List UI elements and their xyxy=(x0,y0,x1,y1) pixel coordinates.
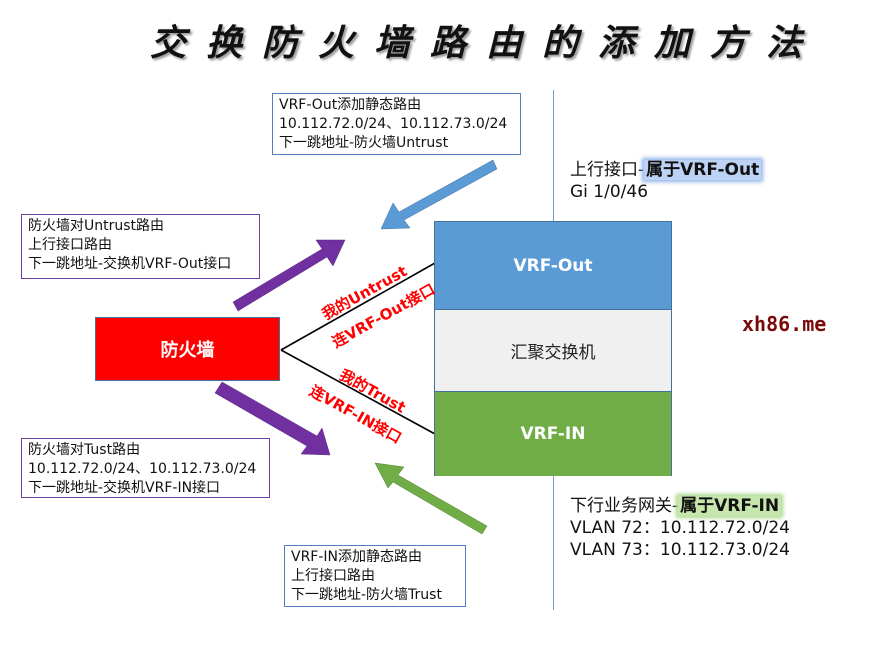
note-line: 上行接口路由 xyxy=(28,237,112,253)
note-line: 上行接口路由 xyxy=(291,568,375,584)
note-line: 防火墙对Tust路由 xyxy=(28,442,141,458)
note-line: 下一跳地址-交换机VRF-Out接口 xyxy=(28,256,232,272)
arrow-purple-up-icon xyxy=(232,239,346,312)
note-line: 下一跳地址-防火墙Untrust xyxy=(279,135,449,151)
watermark: xh86.me xyxy=(742,312,827,336)
vrf-in-label: VRF-IN xyxy=(520,424,586,444)
vlan-72: VLAN 72：10.112.72.0/24 xyxy=(570,518,790,538)
note-line: VRF-Out添加静态路由 xyxy=(279,97,422,113)
arrow-green-left-icon xyxy=(374,462,488,535)
note-line: 防火墙对Untrust路由 xyxy=(28,218,165,234)
note-line: 下一跳地址-防火墙Trust xyxy=(291,587,442,603)
vrf-out-segment: VRF-Out xyxy=(435,222,671,309)
downlink-vrf-badge: 属于VRF-IN xyxy=(678,496,782,516)
note-vrf-in-static-route: VRF-IN添加静态路由 上行接口路由 下一跳地址-防火墙Trust xyxy=(284,545,466,607)
note-line: 下一跳地址-交换机VRF-IN接口 xyxy=(28,480,221,496)
vrf-in-segment: VRF-IN xyxy=(435,392,671,476)
divider-line-top xyxy=(553,90,554,221)
link-untrust xyxy=(280,262,436,351)
divider-line-bottom xyxy=(553,476,554,610)
vrf-out-label: VRF-Out xyxy=(513,255,593,276)
firewall-label: 防火墙 xyxy=(160,340,215,361)
uplink-info: 上行接口-属于VRF-Out Gi 1/0/46 xyxy=(570,159,762,203)
uplink-prefix: 上行接口- xyxy=(570,160,645,180)
note-line: 10.112.72.0/24、10.112.73.0/24 xyxy=(28,461,257,477)
arrow-blue-left-icon xyxy=(380,159,498,230)
note-line: 10.112.72.0/24、10.112.73.0/24 xyxy=(279,116,508,132)
link-trust xyxy=(280,349,436,435)
arrow-purple-down-icon xyxy=(214,381,331,456)
note-vrf-out-static-route: VRF-Out添加静态路由 10.112.72.0/24、10.112.73.0… xyxy=(272,93,521,155)
uplink-port: Gi 1/0/46 xyxy=(570,182,649,202)
page-title: 交换防火墙路由的添加方法 xyxy=(150,22,823,64)
note-firewall-trust-route: 防火墙对Tust路由 10.112.72.0/24、10.112.73.0/24… xyxy=(21,438,270,498)
downlink-info: 下行业务网关-属于VRF-IN VLAN 72：10.112.72.0/24 V… xyxy=(570,495,790,561)
note-firewall-untrust-route: 防火墙对Untrust路由 上行接口路由 下一跳地址-交换机VRF-Out接口 xyxy=(21,214,260,279)
firewall-node: 防火墙 xyxy=(95,317,280,381)
uplink-vrf-badge: 属于VRF-Out xyxy=(644,160,762,180)
switch-name-label: 汇聚交换机 xyxy=(510,343,596,363)
aggregation-switch: VRF-Out 汇聚交换机 VRF-IN xyxy=(434,221,672,476)
switch-name-segment: 汇聚交换机 xyxy=(435,309,671,392)
vlan-73: VLAN 73：10.112.73.0/24 xyxy=(570,540,790,560)
downlink-prefix: 下行业务网关- xyxy=(570,496,679,516)
note-line: VRF-IN添加静态路由 xyxy=(291,549,423,565)
